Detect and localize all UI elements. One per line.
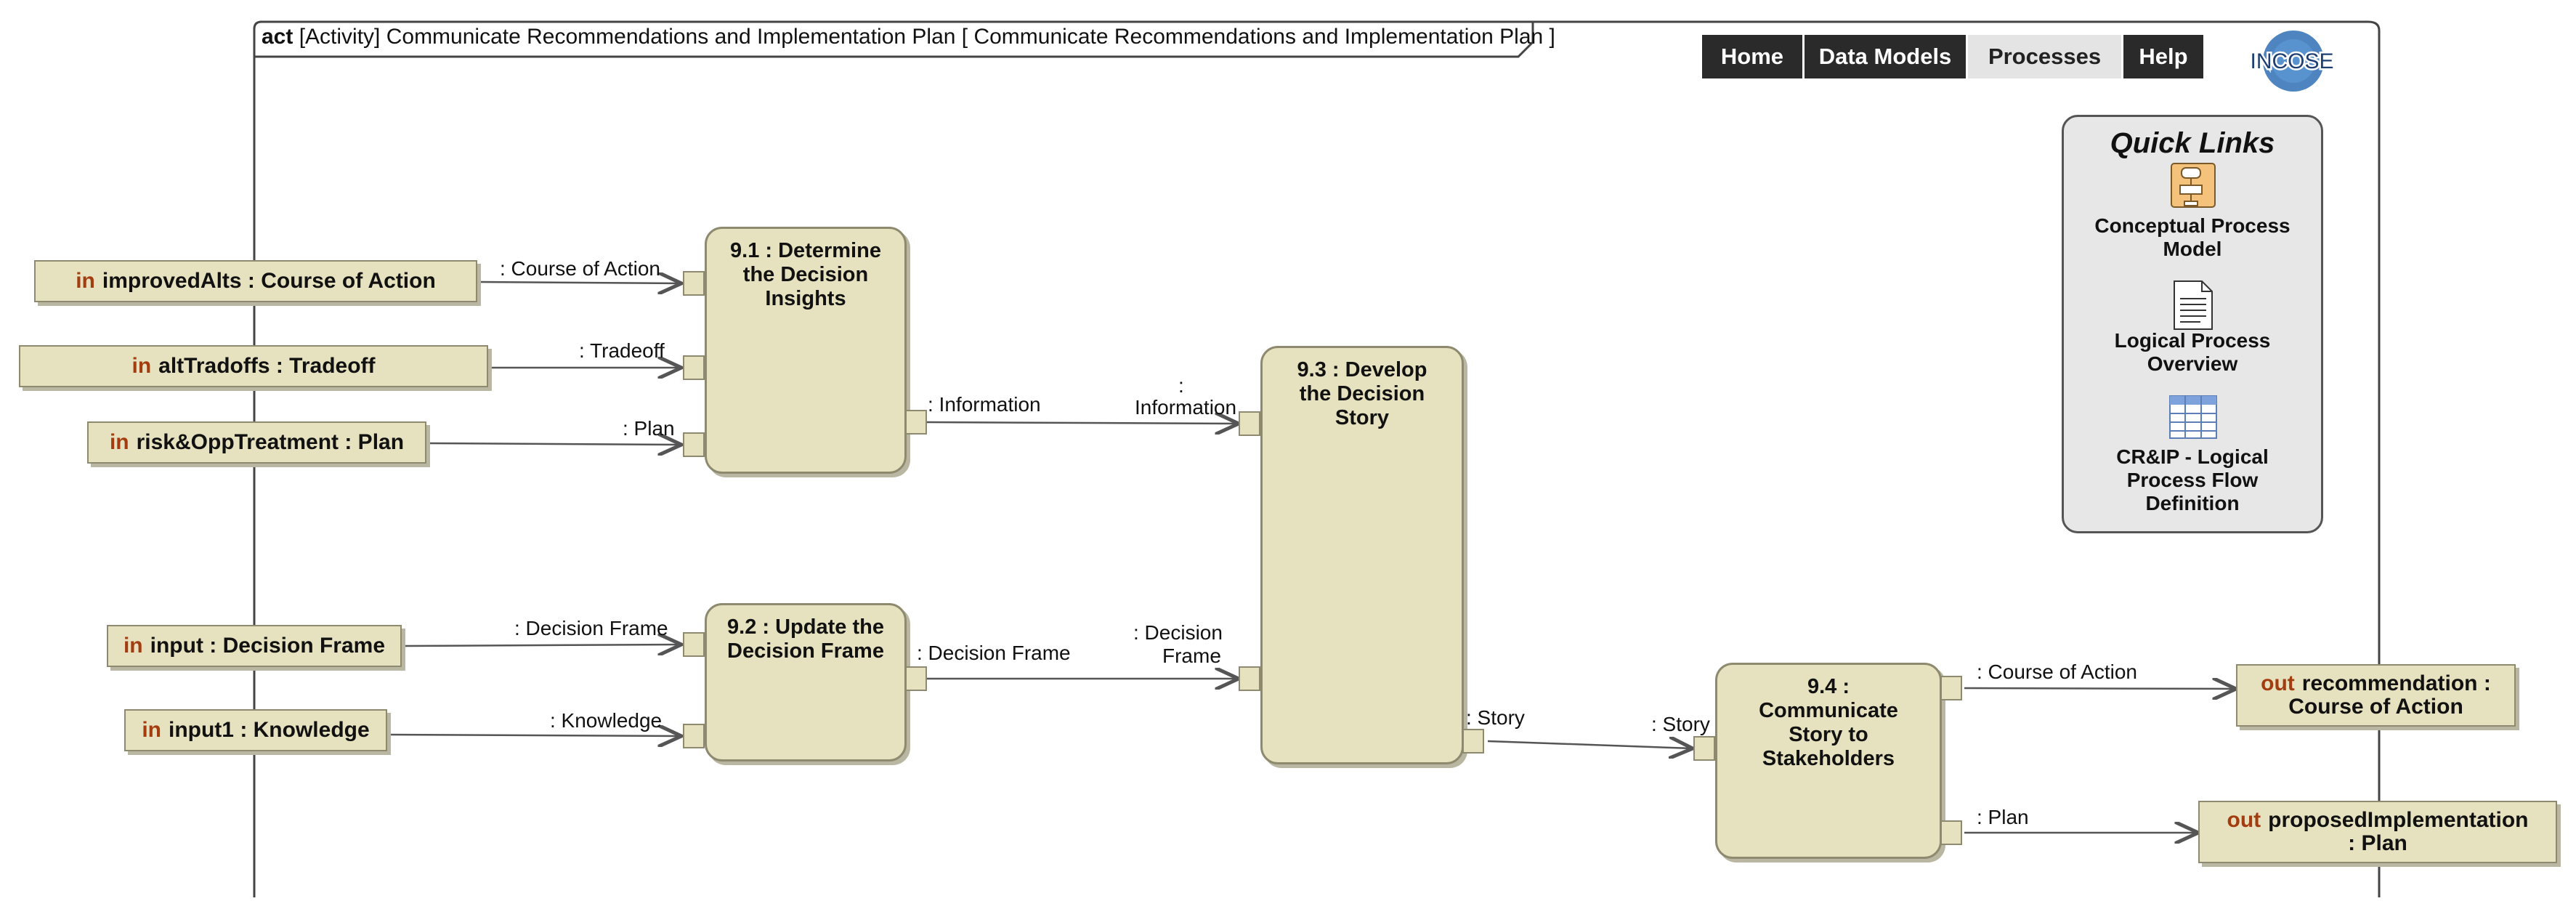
flow-label-information-in-colon: : bbox=[1178, 374, 1184, 397]
quick-links-panel: Quick Links Conceptual Process Model Log… bbox=[2062, 115, 2323, 533]
port-9-1-in-plan bbox=[683, 432, 705, 457]
port-9-3-out-story bbox=[1462, 729, 1484, 754]
flow-label-course-of-action-in: : Course of Action bbox=[500, 257, 661, 280]
flow-label-information-out: : Information bbox=[928, 393, 1041, 416]
flow-knowledge-to-9-2 bbox=[386, 735, 681, 736]
frame-title-text: [Activity] Communicate Recommendations a… bbox=[299, 25, 1555, 49]
nav-data-models[interactable]: Data Models bbox=[1805, 35, 1968, 78]
flow-improvedalts-to-9-1 bbox=[477, 282, 681, 283]
port-9-4-out-course-of-action bbox=[1940, 676, 1962, 700]
flow-9-4-to-recommendation bbox=[1964, 688, 2236, 689]
flow-label-knowledge: : Knowledge bbox=[550, 709, 663, 732]
port-9-4-in-story bbox=[1693, 736, 1715, 761]
nav-home[interactable]: Home bbox=[1702, 35, 1805, 78]
flow-label-story-out: : Story bbox=[1466, 706, 1525, 729]
port-9-3-in-decision-frame bbox=[1239, 666, 1260, 691]
flow-label-plan-in: : Plan bbox=[623, 417, 675, 440]
flow-label-tradeoff: : Tradeoff bbox=[579, 339, 665, 362]
flow-9-3-to-9-4 bbox=[1487, 741, 1693, 748]
port-9-3-in-information bbox=[1239, 411, 1260, 436]
table-icon[interactable] bbox=[2168, 395, 2218, 440]
input-pin-improved-alts[interactable]: in improvedAlts : Course of Action bbox=[34, 260, 477, 302]
flow-label-plan-out: : Plan bbox=[1977, 806, 2029, 828]
input-pin-decision-frame[interactable]: in input : Decision Frame bbox=[107, 625, 402, 667]
flow-9-1-to-9-3 bbox=[926, 422, 1239, 424]
flow-label-decision-frame-in-2: Frame bbox=[1162, 645, 1221, 667]
frame-keyword: act bbox=[262, 25, 293, 49]
flow-label-information-in: Information bbox=[1135, 396, 1237, 419]
port-9-2-in-decision-frame bbox=[683, 632, 705, 657]
flow-decisionframe-to-9-2 bbox=[401, 645, 681, 646]
action-9-4-communicate-story[interactable]: 9.4 : Communicate Story to Stakeholders bbox=[1715, 663, 1942, 859]
port-9-2-out-decision-frame bbox=[905, 666, 927, 691]
process-model-icon[interactable] bbox=[2170, 162, 2216, 209]
document-icon[interactable] bbox=[2170, 280, 2216, 331]
input-pin-alt-tradoffs[interactable]: in altTradoffs : Tradeoff bbox=[19, 345, 488, 387]
logo-text: INCOSE bbox=[2250, 49, 2333, 73]
input-pin-knowledge[interactable]: in input1 : Knowledge bbox=[124, 709, 387, 751]
quick-link-logical-process-overview[interactable]: Logical Process Overview bbox=[2114, 329, 2271, 375]
flow-label-story-in: : Story bbox=[1651, 713, 1710, 735]
port-9-1-in-tradeoff bbox=[683, 355, 705, 380]
flow-label-decision-frame-in: : Decision Frame bbox=[514, 617, 668, 639]
flow-label-decision-frame-out: : Decision Frame bbox=[917, 642, 1071, 664]
port-9-4-out-plan bbox=[1940, 820, 1962, 845]
flow-label-decision-frame-in-1: : Decision bbox=[1133, 621, 1223, 644]
flow-risk-to-9-1 bbox=[426, 443, 681, 445]
port-9-1-out-information bbox=[905, 410, 927, 435]
port-9-2-in-knowledge bbox=[683, 724, 705, 748]
port-9-1-in-course-of-action bbox=[683, 271, 705, 296]
quick-links-title: Quick Links bbox=[2110, 127, 2275, 159]
action-9-2-update-decision-frame[interactable]: 9.2 : Update the Decision Frame bbox=[705, 603, 907, 762]
frame-title: act [Activity] Communicate Recommendatio… bbox=[262, 25, 1555, 49]
nav-processes[interactable]: Processes bbox=[1968, 35, 2123, 78]
diagram-frame bbox=[253, 20, 2381, 897]
flow-label-course-of-action-out: : Course of Action bbox=[1977, 661, 2138, 683]
input-pin-risk-opp-treatment[interactable]: in risk&OppTreatment : Plan bbox=[87, 421, 426, 464]
quick-link-crip-logical-process-flow-definition[interactable]: CR&IP - Logical Process Flow Definition bbox=[2116, 445, 2269, 514]
action-9-3-develop-decision-story[interactable]: 9.3 : Develop the Decision Story bbox=[1260, 346, 1464, 764]
nav-help[interactable]: Help bbox=[2123, 35, 2203, 78]
action-9-1-determine-decision-insights[interactable]: 9.1 : Determine the Decision Insights bbox=[705, 227, 907, 474]
incose-logo[interactable]: INCOSE bbox=[2240, 26, 2344, 96]
flow-lines bbox=[386, 282, 2236, 833]
quick-link-conceptual-process-model[interactable]: Conceptual Process Model bbox=[2094, 214, 2291, 260]
